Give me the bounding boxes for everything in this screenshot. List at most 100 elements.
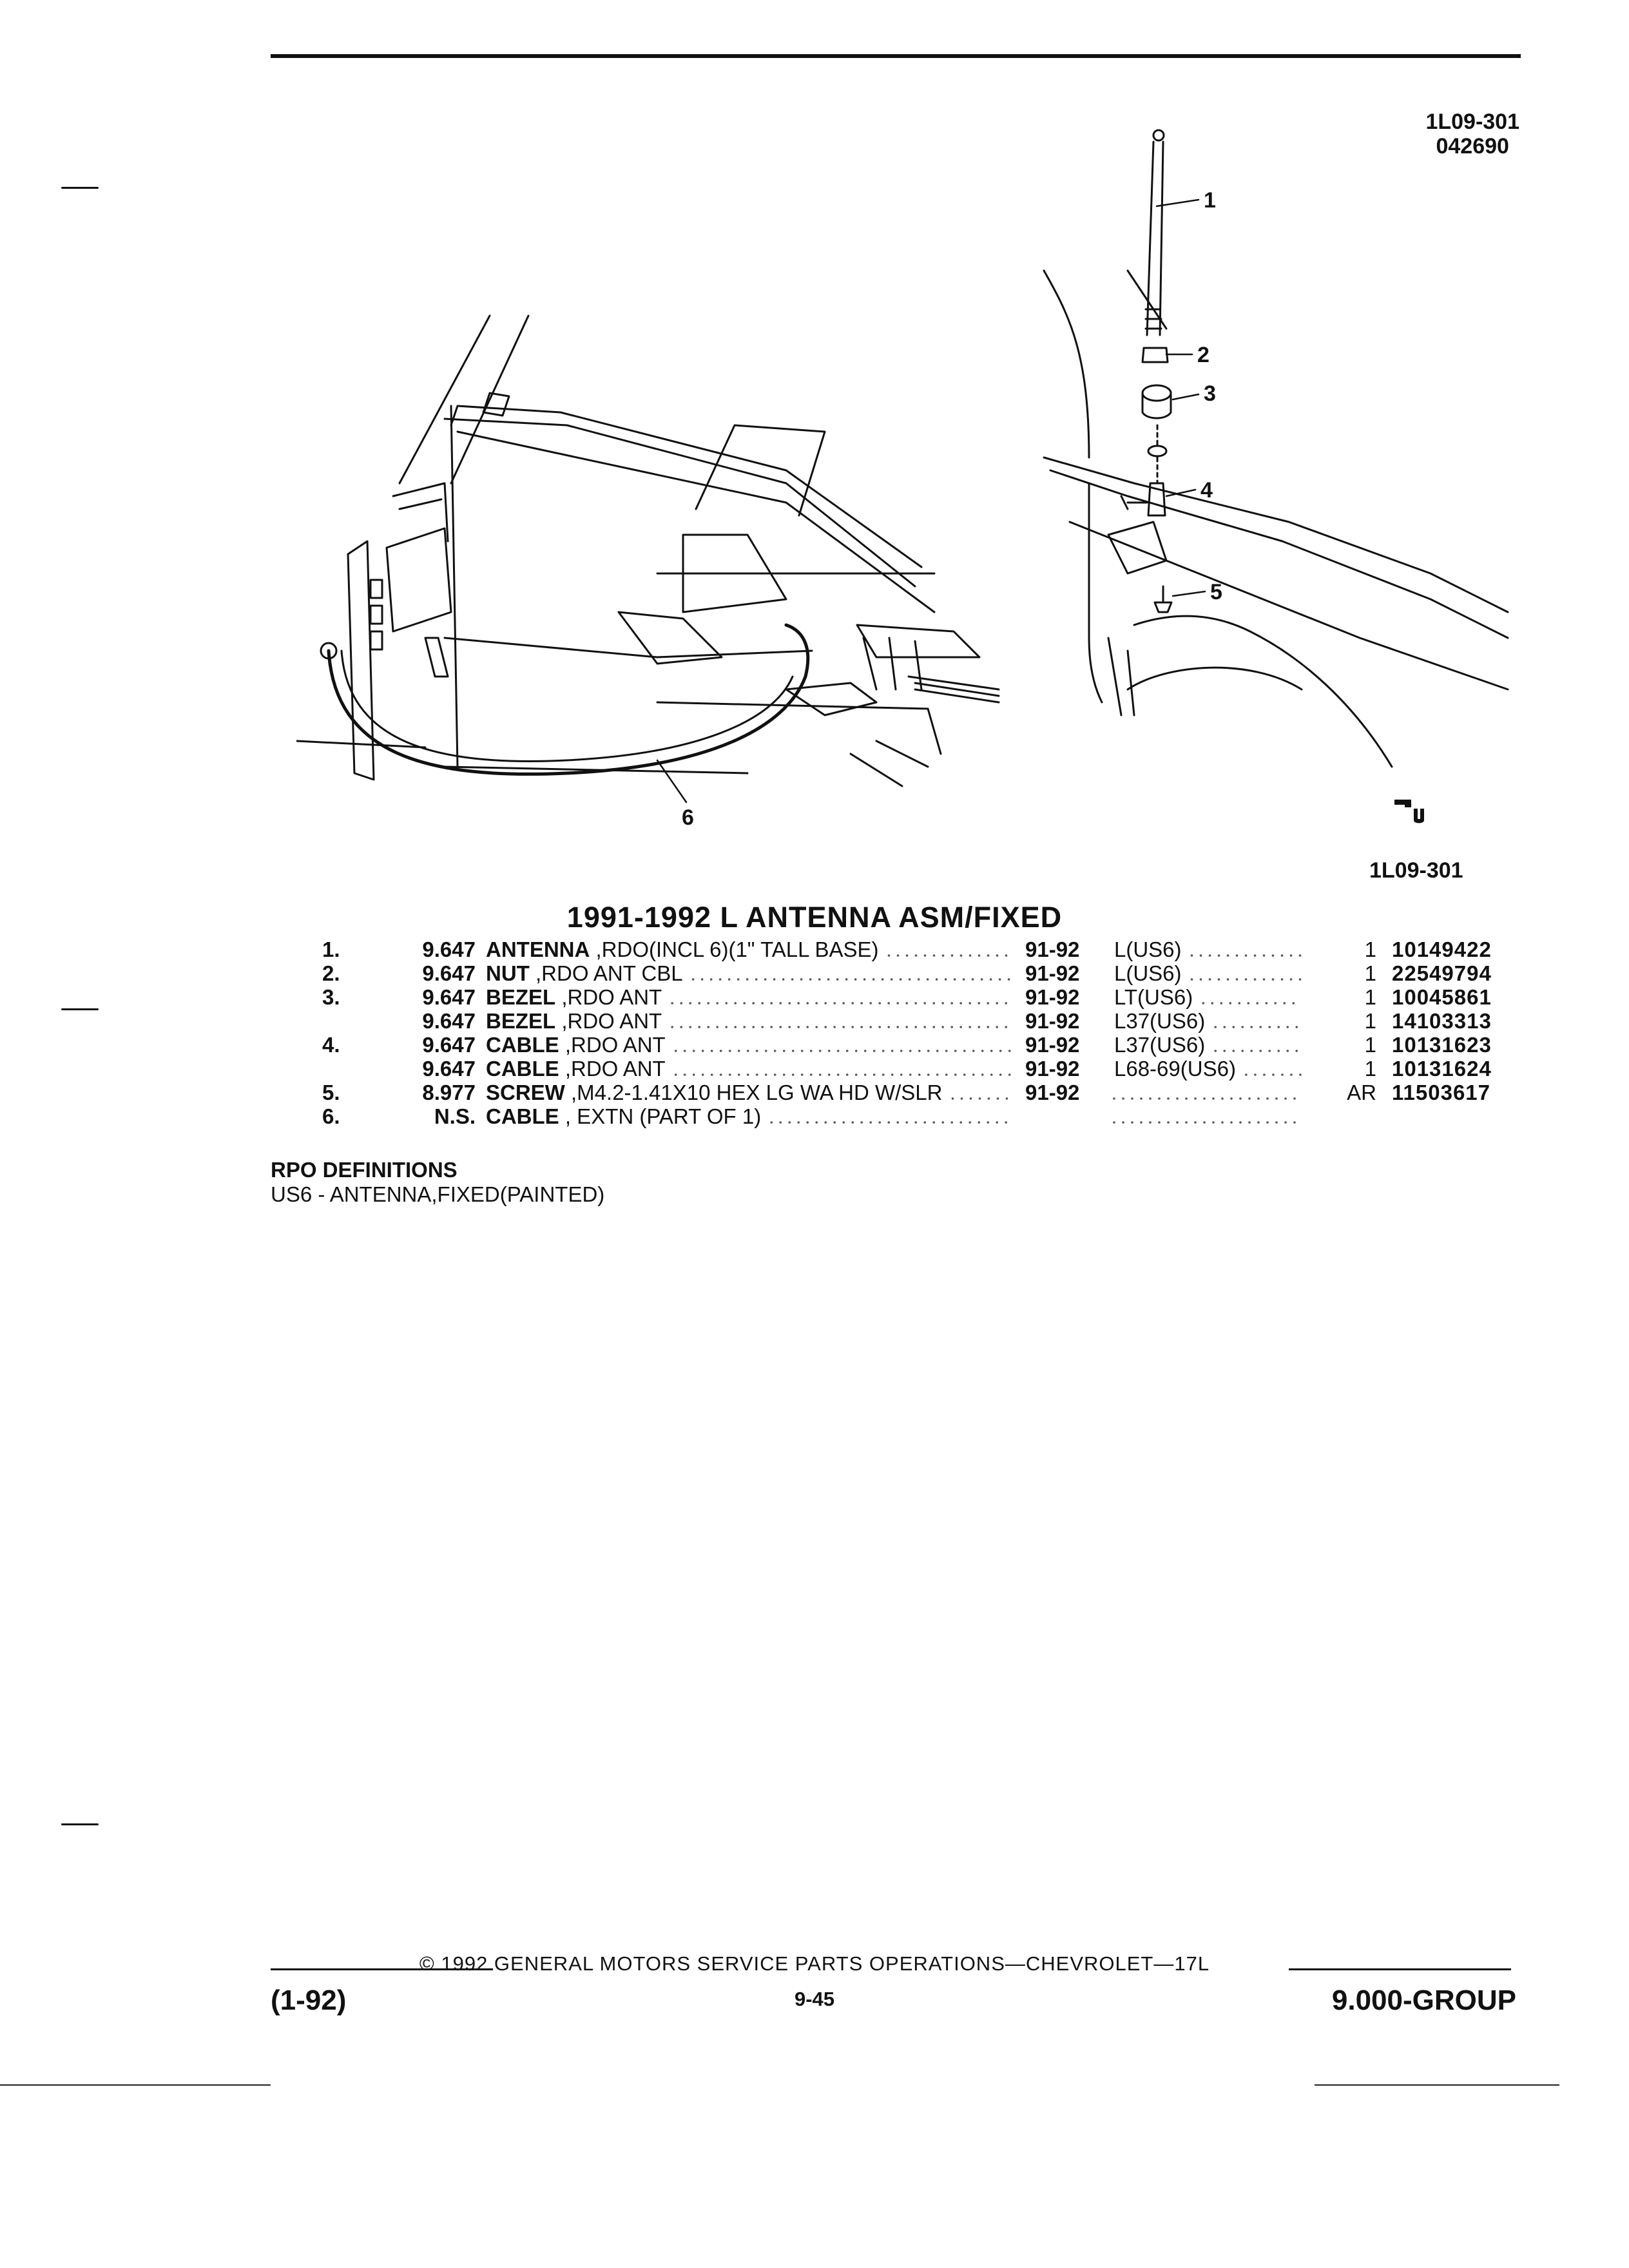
figure-id-line1: 1L09-301 xyxy=(1425,110,1519,134)
leader-dot xyxy=(1158,1121,1161,1124)
quantity: 1 xyxy=(1364,937,1376,961)
leader-dot xyxy=(1262,954,1266,957)
leader-dot xyxy=(773,978,776,981)
part-number: 10149422 xyxy=(1392,937,1492,961)
leader-dot xyxy=(909,1050,912,1052)
leader-dot xyxy=(1167,1097,1170,1100)
leader-dot xyxy=(981,1073,984,1076)
quantity: 1 xyxy=(1364,1033,1376,1057)
leader-dot xyxy=(945,1050,948,1052)
leader-dot xyxy=(905,1026,909,1028)
leader-dot xyxy=(1265,1002,1268,1004)
leader-dot xyxy=(1298,954,1302,957)
leader-dot xyxy=(887,1026,891,1028)
leader-dot xyxy=(782,1050,786,1052)
callout-6: 6 xyxy=(682,805,694,830)
leader-dot xyxy=(869,1002,872,1004)
leader-dot xyxy=(881,978,884,981)
quantity: 1 xyxy=(1364,985,1376,1009)
leader-dot xyxy=(978,1002,981,1004)
leader-dot xyxy=(1140,1097,1142,1100)
leader-dot xyxy=(671,1002,674,1004)
leader-dot xyxy=(927,1050,930,1052)
leader-dot xyxy=(882,1073,885,1076)
quantity: AR xyxy=(1347,1081,1376,1104)
leader-dot xyxy=(1211,1002,1214,1004)
callout-2: 2 xyxy=(1197,343,1210,367)
part-name: CABLE xyxy=(486,1104,559,1128)
leader-dot xyxy=(773,1073,776,1076)
leader-dot xyxy=(716,1026,719,1028)
leader-dot xyxy=(809,1073,813,1076)
leader-dot xyxy=(944,978,947,981)
parts-table: 1. 9.647 ANTENNA ,RDO(INCL 6)(1" TALL BA… xyxy=(322,937,1534,1128)
leader-dot xyxy=(918,1073,921,1076)
leader-dot xyxy=(923,1002,927,1004)
leader-dot xyxy=(1122,1097,1124,1100)
leader-dot xyxy=(927,1073,930,1076)
leader-dot xyxy=(1244,954,1248,957)
leader-dot xyxy=(914,1002,918,1004)
leader-dot xyxy=(725,1002,728,1004)
leader-dot xyxy=(950,1026,954,1028)
leader-dot xyxy=(860,1002,863,1004)
leader-dot xyxy=(1203,1097,1206,1100)
description-cell: ANTENNA ,RDO(INCL 6)(1" TALL BASE) xyxy=(486,937,1324,961)
leader-dots-desc xyxy=(671,954,1011,1124)
description-cell: CABLE ,RDO ANT xyxy=(486,1057,1324,1081)
leader-dot xyxy=(1238,1002,1241,1004)
leader-dot xyxy=(932,1026,936,1028)
leader-dot xyxy=(1223,1026,1226,1028)
leader-dot xyxy=(809,1050,813,1052)
leader-dot xyxy=(674,1073,677,1076)
table-row: 4. 9.647 CABLE ,RDO ANT 91-92 L37(US6) 1… xyxy=(322,1033,1534,1057)
leader-dot xyxy=(845,1073,849,1076)
leader-dot xyxy=(815,1121,818,1124)
leader-dot xyxy=(718,978,722,981)
leader-dot xyxy=(923,1121,927,1124)
leader-dot xyxy=(987,1121,990,1124)
table-row: 9.647 CABLE ,RDO ANT 91-92 L68-69(US6) 1… xyxy=(322,1057,1534,1081)
table-row: 3. 9.647 BEZEL ,RDO ANT 91-92 LT(US6) 1 … xyxy=(322,985,1534,1009)
leader-dot xyxy=(996,954,999,957)
part-number: 10131623 xyxy=(1392,1033,1492,1057)
description-cell: NUT ,RDO ANT CBL xyxy=(486,961,1324,985)
leader-dots-usage xyxy=(1113,954,1302,1124)
leader-dot xyxy=(996,1097,999,1100)
leader-dot xyxy=(746,1073,749,1076)
leader-dot xyxy=(800,978,803,981)
leader-dot xyxy=(896,954,900,957)
leader-dot xyxy=(1217,954,1220,957)
leader-dot xyxy=(1221,1121,1224,1124)
leader-dot xyxy=(936,1073,939,1076)
leader-dot xyxy=(710,1073,713,1076)
leader-dot xyxy=(698,1026,701,1028)
leader-dot xyxy=(806,1002,809,1004)
leader-dot xyxy=(827,1050,831,1052)
leader-dot xyxy=(1122,1121,1124,1124)
leader-dot xyxy=(854,978,857,981)
leader-dot xyxy=(779,1121,782,1124)
part-name: SCREW xyxy=(486,1081,565,1104)
leader-dot xyxy=(788,1026,791,1028)
leader-dot xyxy=(1230,1097,1233,1100)
part-desc: ,RDO ANT xyxy=(564,1057,666,1081)
leader-dot xyxy=(800,1073,804,1076)
leader-dot xyxy=(1280,978,1284,981)
leader-dot xyxy=(971,978,974,981)
leader-dot xyxy=(743,1026,746,1028)
leader-dot xyxy=(827,978,830,981)
leader-dot xyxy=(1185,1097,1188,1100)
top-rule xyxy=(271,54,1521,58)
usage-code: LT(US6) xyxy=(1114,985,1193,1009)
part-name: NUT xyxy=(486,961,530,985)
leader-dot xyxy=(1214,1026,1217,1028)
leader-dot xyxy=(900,1073,903,1076)
leader-dot xyxy=(1295,1026,1298,1028)
leader-dot xyxy=(878,1026,882,1028)
usage-code: L(US6) xyxy=(1114,937,1182,961)
leader-dot xyxy=(833,1002,836,1004)
leader-dot xyxy=(1289,954,1293,957)
model-years: 91-92 xyxy=(1025,1057,1080,1081)
leader-dot xyxy=(1248,1121,1251,1124)
